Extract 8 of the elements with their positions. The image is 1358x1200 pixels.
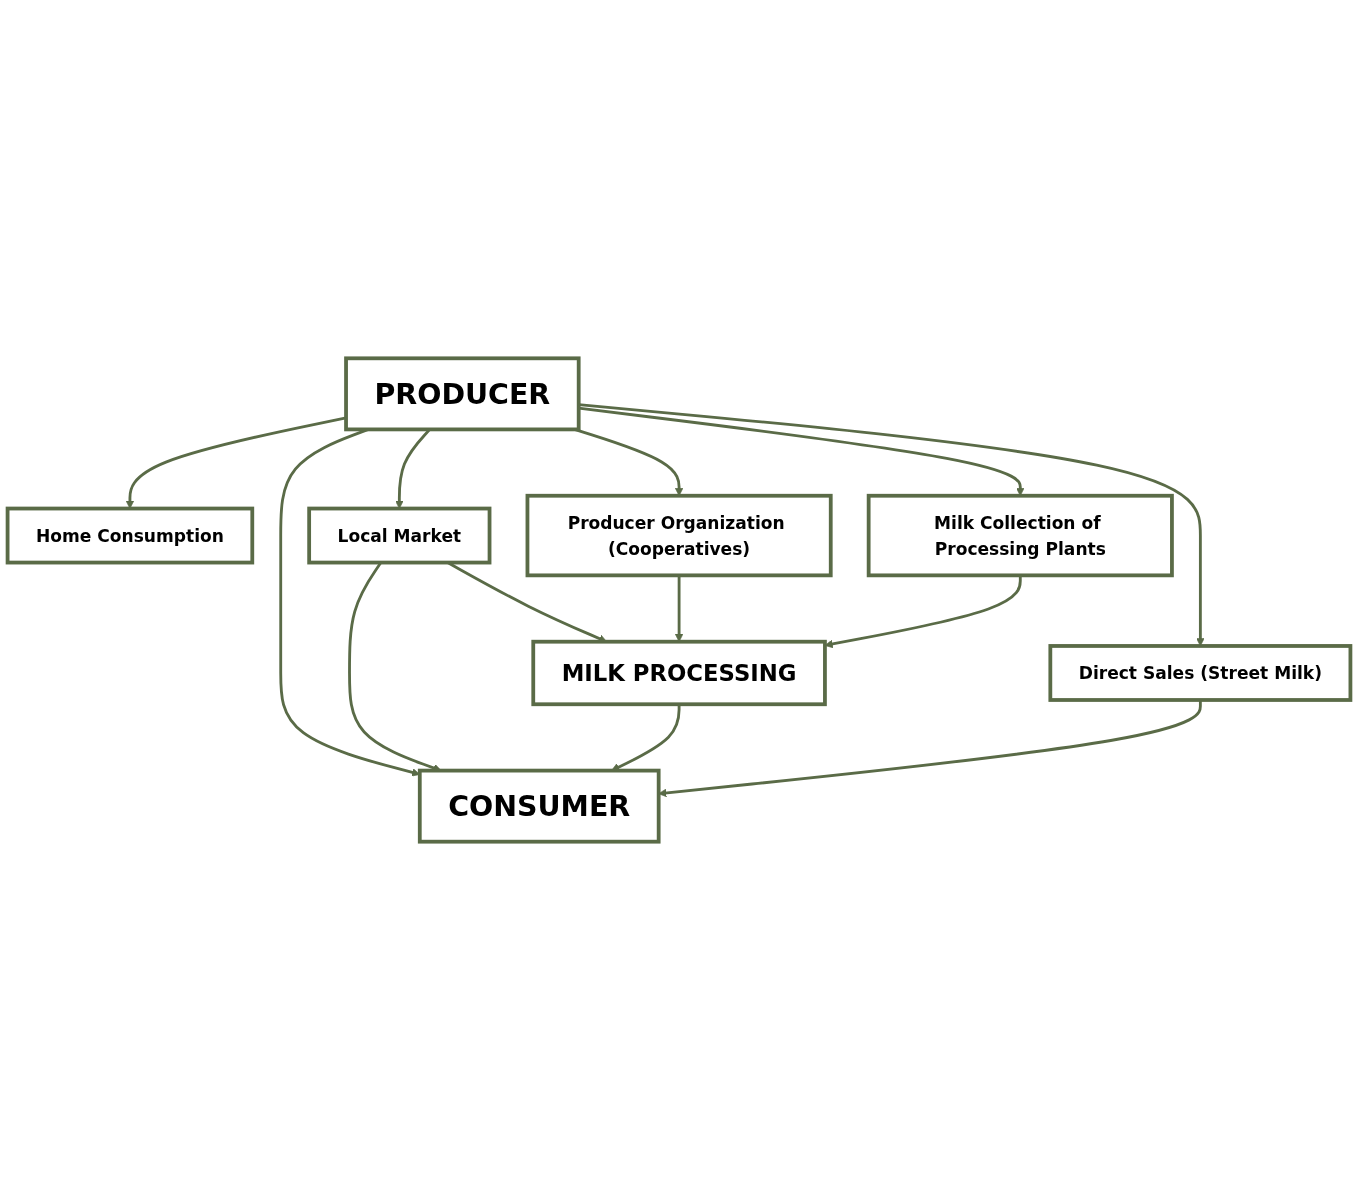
node-box: PRODUCER xyxy=(344,356,581,432)
node-box: Producer Organization (Cooperatives) xyxy=(525,493,833,578)
node-box: Home Consumption xyxy=(5,506,255,565)
node-box: Local Market xyxy=(307,506,492,565)
node-box: Milk Collection of Processing Plants xyxy=(866,493,1174,578)
node-box: CONSUMER xyxy=(417,768,661,844)
node-box: MILK PROCESSING xyxy=(531,639,827,707)
node-box: Direct Sales (Street Milk) xyxy=(1048,644,1353,702)
